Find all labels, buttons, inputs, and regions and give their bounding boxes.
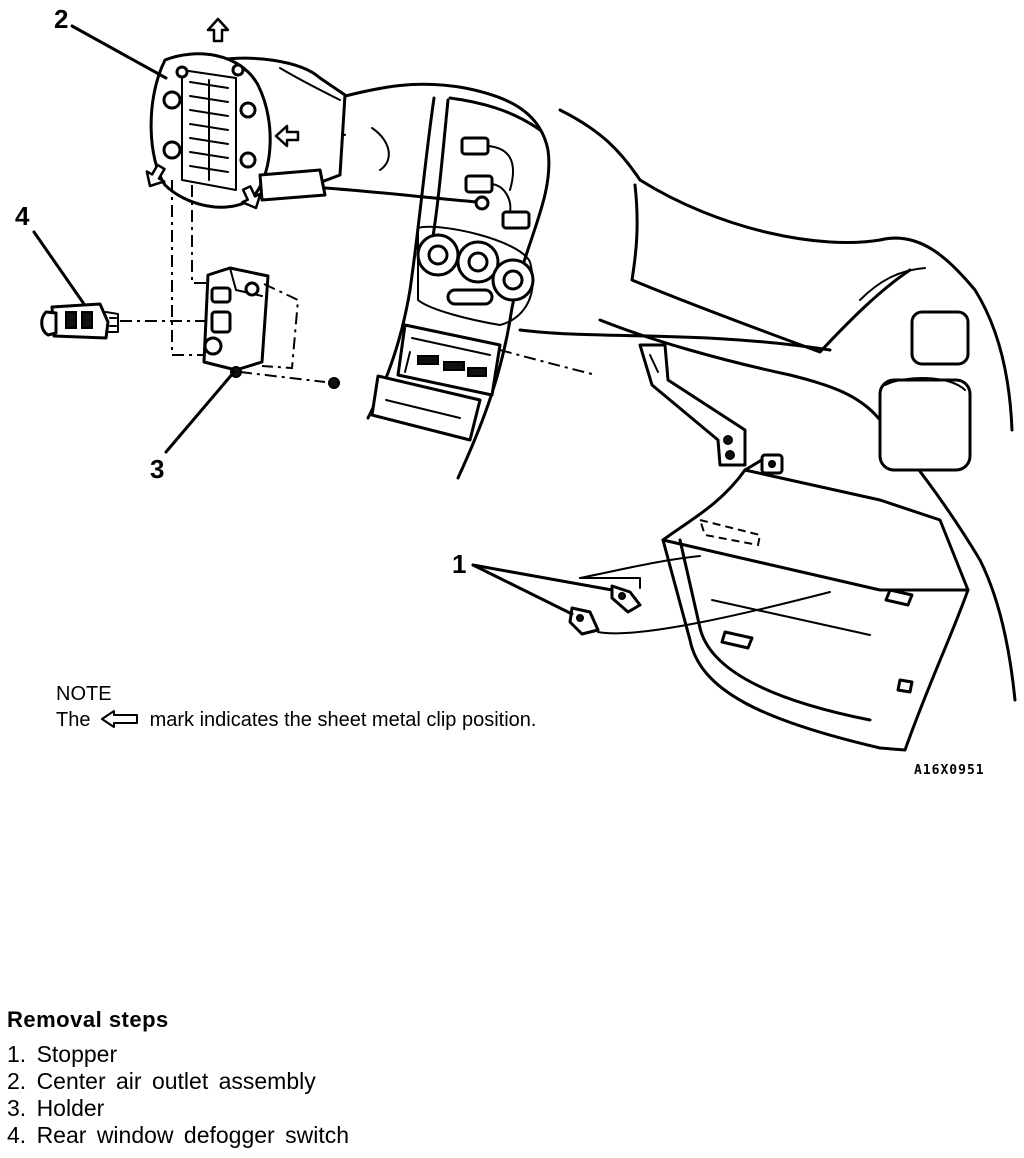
holder (164, 180, 340, 454)
removal-steps-heading: Removal steps (7, 1007, 169, 1032)
note-text-after: mark indicates the sheet metal clip posi… (149, 709, 537, 731)
note-block: NOTE The mark indicates the sheet metal … (56, 681, 536, 733)
note-text: The mark indicates the sheet metal clip … (56, 707, 536, 733)
removal-step: 2. Center air outlet assembly (7, 1068, 316, 1094)
glove-box-bracket (638, 343, 747, 467)
wiring-connectors (460, 136, 531, 230)
note-heading: NOTE (56, 683, 112, 705)
removal-step: 3. Holder (7, 1095, 105, 1121)
rear-window-defogger-switch (32, 230, 206, 340)
hollow-arrow-left-icon (101, 710, 139, 728)
lower-tray (370, 374, 482, 442)
leader-line (499, 349, 593, 375)
stopper-parts (471, 555, 831, 636)
removal-step: 4. Rear window defogger switch (7, 1122, 349, 1148)
note-text-before: The (56, 709, 91, 731)
audio-unit (396, 323, 502, 397)
removal-steps-list: 1. Stopper 2. Center air outlet assembly… (7, 1041, 349, 1149)
exploded-view-diagram (32, 17, 1017, 752)
passenger-dash (518, 108, 1017, 702)
callout-2: 2 (54, 4, 69, 34)
center-air-outlet-assembly (70, 17, 490, 214)
glove-box (661, 453, 970, 752)
callout-1: 1 (452, 549, 467, 579)
removal-steps: Removal steps 1. Stopper 2. Center air o… (7, 1006, 349, 1149)
removal-step: 1. Stopper (7, 1041, 118, 1067)
figure-code: A16X0951 (914, 763, 985, 778)
callout-4: 4 (15, 201, 30, 231)
callout-3: 3 (150, 454, 165, 484)
heater-control-panel (416, 225, 535, 326)
